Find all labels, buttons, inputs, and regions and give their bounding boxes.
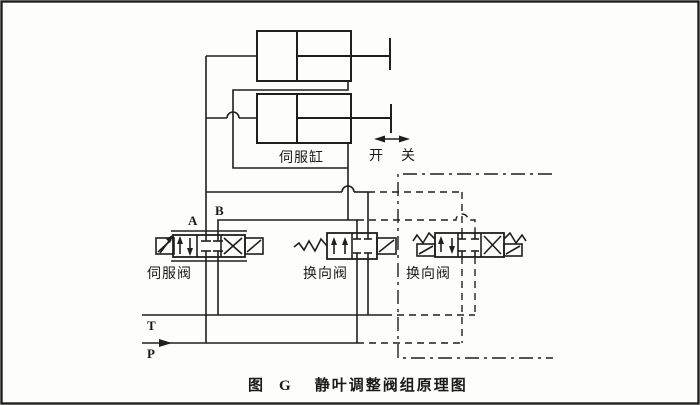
- directional-valve-right-label: 换向阀: [406, 266, 451, 282]
- spring-symbol: [293, 237, 328, 253]
- servo-valve-label: 伺服阀: [147, 266, 192, 282]
- piping-solid: [142, 55, 385, 344]
- optional-group-boundary: [397, 173, 553, 359]
- directional-valve-right-arrowheads: [438, 236, 455, 254]
- port-a-label: A: [188, 213, 198, 228]
- solenoid-right: [244, 237, 264, 255]
- spring-symbol-left: [412, 231, 436, 245]
- servo-cylinder-1: [256, 30, 391, 82]
- directional-valve-right-symbol: [412, 231, 527, 258]
- spring-symbol-right: [503, 231, 527, 245]
- directional-valve-middle-label: 换向阀: [303, 266, 348, 282]
- figure-title: 静叶调整阀组原理图: [314, 376, 468, 394]
- figure-caption: 图 G 静叶调整阀组原理图: [248, 374, 468, 395]
- close-label: 关: [401, 148, 416, 164]
- pressure-line-label: P: [147, 346, 155, 361]
- stroke-direction-arrow: [374, 135, 410, 143]
- figure-word: 图: [248, 376, 266, 394]
- servo-cylinder-label: 伺服缸: [279, 150, 324, 166]
- piping-dashed: [357, 191, 476, 344]
- pressure-flow-arrow: [159, 339, 172, 347]
- solenoid: [376, 237, 397, 255]
- solenoid-left: [416, 243, 436, 257]
- directional-valve-middle-arrowheads: [331, 237, 348, 245]
- figure-code: G: [279, 378, 293, 394]
- servo-valve-arrowheads: [166, 234, 193, 256]
- servo-cylinder-2: [256, 93, 392, 144]
- open-label: 开: [369, 148, 384, 164]
- proportional-solenoid-left: [155, 237, 175, 255]
- directional-valve-middle-symbol: [293, 232, 397, 260]
- tank-line-label: T: [147, 318, 156, 333]
- port-b-label: B: [215, 203, 224, 218]
- solenoid-right2: [503, 243, 523, 257]
